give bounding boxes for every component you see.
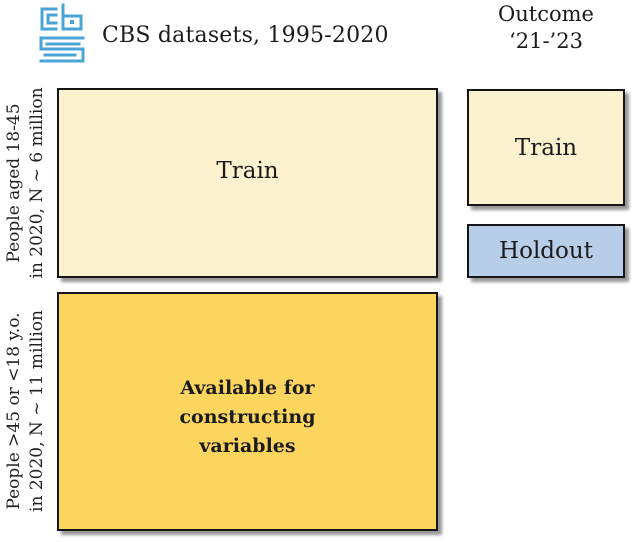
available-variables-box: Available for constructing variables bbox=[57, 292, 438, 531]
cohort-label-others: People >45 or <18 y.o. in 2020, N ~ 11 m… bbox=[3, 310, 49, 512]
available-line2: constructing bbox=[179, 406, 316, 428]
holdout-box: Holdout bbox=[467, 224, 625, 278]
cohort-adults-line2: in 2020, N ~ 6 million bbox=[27, 87, 47, 279]
train-main-box: Train bbox=[57, 88, 438, 278]
cohort-others-line2: in 2020, N ~ 11 million bbox=[27, 310, 47, 512]
available-line1: Available for bbox=[180, 377, 315, 399]
cohort-others-line1: People >45 or <18 y.o. bbox=[4, 312, 24, 510]
train-outcome-box: Train bbox=[467, 89, 625, 206]
outcome-column-header: Outcome ‘21-’23 bbox=[467, 1, 625, 55]
available-variables-label: Available for constructing variables bbox=[179, 374, 315, 461]
cohort-adults-line1: People aged 18-45 bbox=[4, 103, 24, 263]
cbs-logo-icon bbox=[35, 3, 87, 65]
outcome-header-line1: Outcome bbox=[498, 2, 594, 26]
figure-title: CBS datasets, 1995-2020 bbox=[102, 23, 389, 48]
outcome-header-line2: ‘21-’23 bbox=[509, 29, 583, 53]
cohort-label-adults: People aged 18-45 in 2020, N ~ 6 million bbox=[3, 87, 49, 278]
train-main-label: Train bbox=[216, 158, 279, 184]
train-outcome-label: Train bbox=[514, 134, 578, 161]
available-line3: variables bbox=[199, 435, 296, 457]
holdout-label: Holdout bbox=[499, 238, 593, 264]
